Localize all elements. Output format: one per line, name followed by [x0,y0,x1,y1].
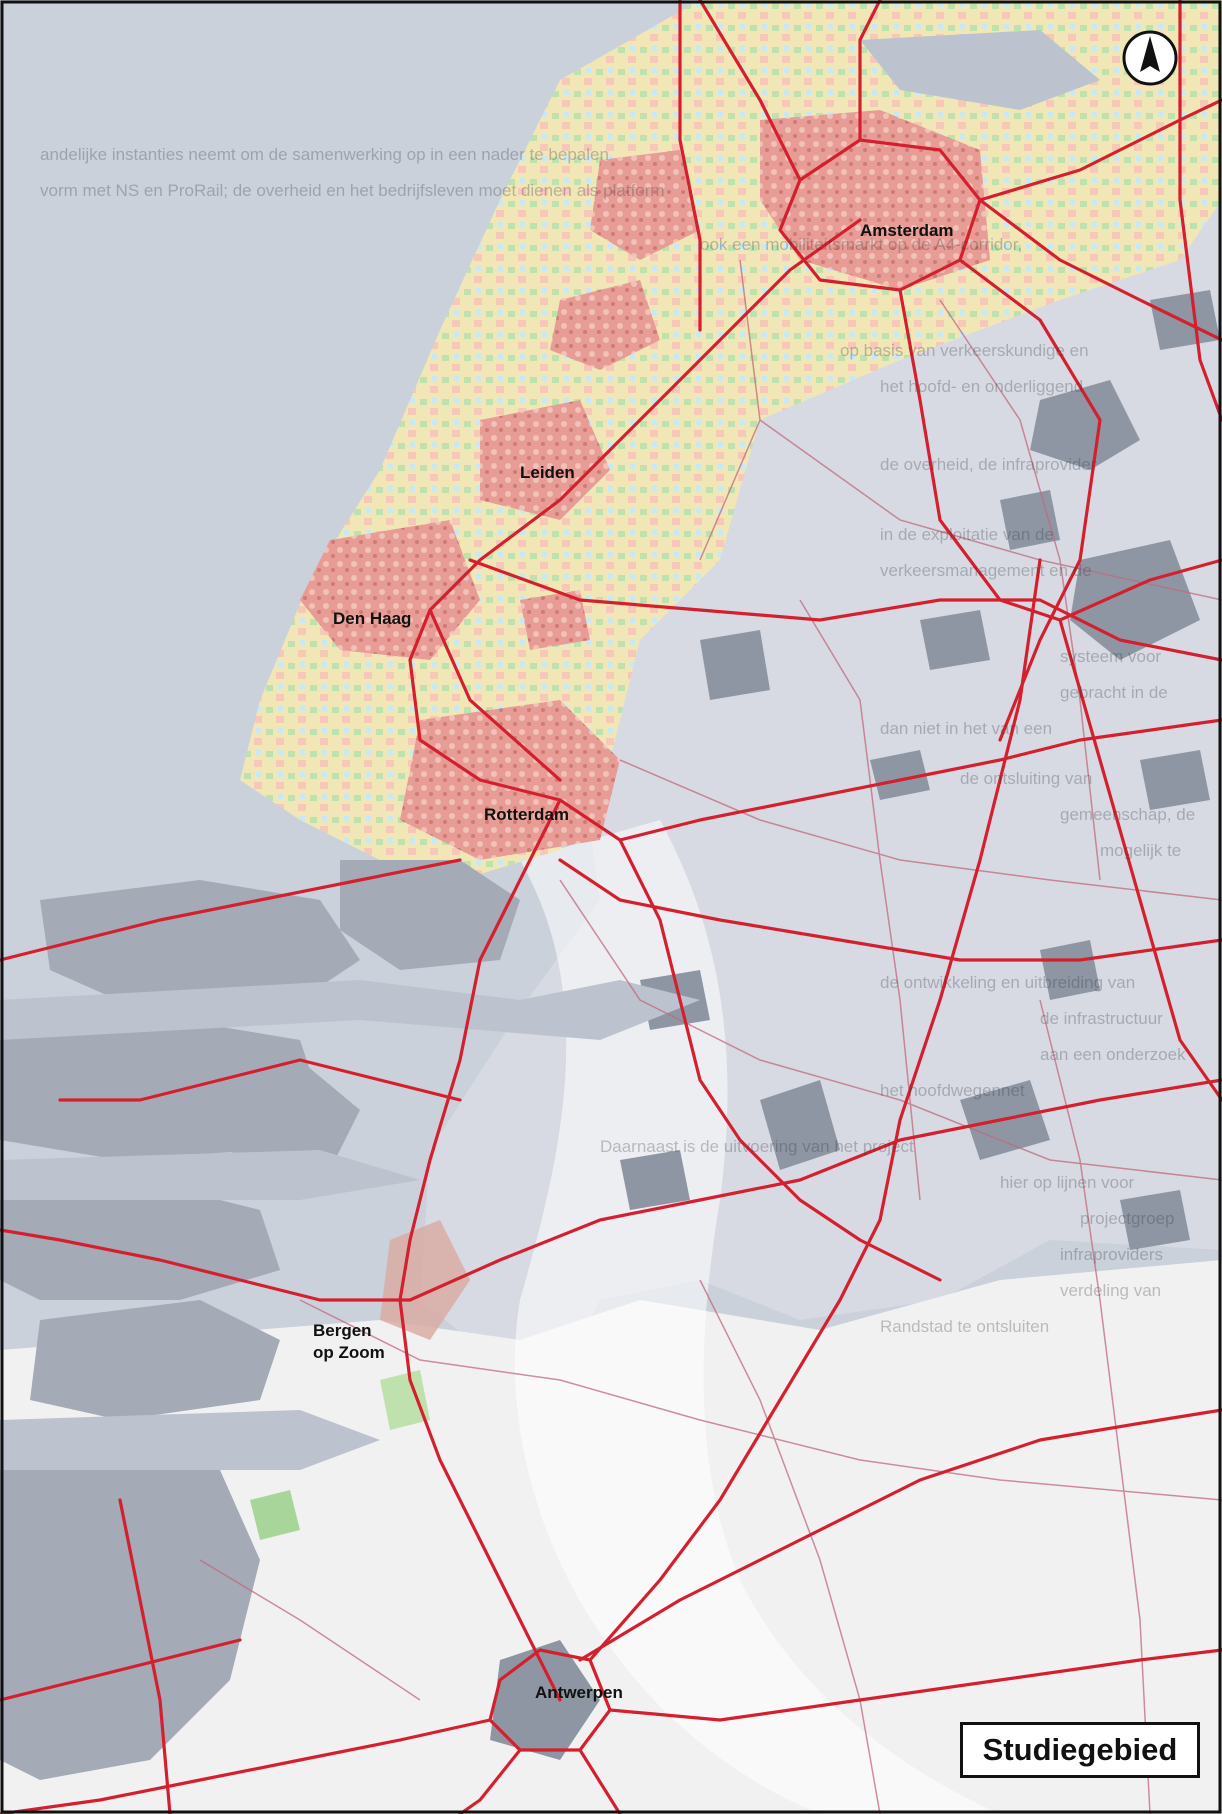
svg-text:Daarnaast is de uitvoering van: Daarnaast is de uitvoering van het proje… [600,1137,914,1156]
city-label-leiden[interactable]: Leiden [520,463,575,482]
bleed-through-text: andelijke instanties neemt om de samenwe… [40,145,1195,1336]
svg-text:mogelijk te: mogelijk te [1100,841,1181,860]
svg-text:de infrastructuur: de infrastructuur [1040,1009,1163,1028]
svg-text:de overheid, de infraprovider: de overheid, de infraprovider [880,455,1097,474]
city-label-bergen-op-zoom-line1[interactable]: Bergen [313,1321,372,1340]
zeeland-islands [0,860,520,1780]
svg-text:Randstad te ontsluiten: Randstad te ontsluiten [880,1317,1049,1336]
svg-text:systeem voor: systeem voor [1060,647,1161,666]
city-label-bergen-op-zoom-line2[interactable]: op Zoom [313,1343,385,1362]
urban-haarlem [590,150,700,260]
svg-text:de ontwikkeling en uitbreiding: de ontwikkeling en uitbreiding van [880,973,1135,992]
green-area [250,1490,300,1540]
city-label-antwerpen[interactable]: Antwerpen [535,1683,623,1702]
city-label-amsterdam[interactable]: Amsterdam [860,221,954,240]
urban-coastal-strip [550,280,660,370]
svg-text:de ontsluiting van: de ontsluiting van [960,769,1092,788]
city-label-rotterdam[interactable]: Rotterdam [484,805,569,824]
green-area [380,1370,430,1430]
svg-text:verkeersmanagement en de: verkeersmanagement en de [880,561,1092,580]
svg-text:aan een onderzoek: aan een onderzoek [1040,1045,1186,1064]
svg-text:dan niet in het van een: dan niet in het van een [880,719,1052,738]
light-corridor [514,820,1000,1814]
svg-text:vorm met NS en ProRail; de ove: vorm met NS en ProRail; de overheid en h… [40,181,665,200]
urban-rotterdam [400,700,620,860]
svg-text:hier op lijnen voor: hier op lijnen voor [1000,1173,1135,1192]
city-label-den-haag[interactable]: Den Haag [333,609,411,628]
svg-text:gebracht in de: gebracht in de [1060,683,1168,702]
urban-amsterdam [760,110,990,290]
svg-text:projectgroep: projectgroep [1080,1209,1175,1228]
svg-text:infraproviders: infraproviders [1060,1245,1163,1264]
svg-text:gemeenschap, de: gemeenschap, de [1060,805,1195,824]
svg-text:andelijke instanties neemt om: andelijke instanties neemt om de samenwe… [40,145,609,164]
svg-text:het hoofdwegennet: het hoofdwegennet [880,1081,1025,1100]
ij-water [860,30,1100,110]
urban-leiden [480,400,610,520]
svg-text:op basis van verkeerskundige e: op basis van verkeerskundige en [840,341,1089,360]
north-arrow-icon [1122,30,1178,86]
svg-text:in de exploitatie van de: in de exploitatie van de [880,525,1054,544]
study-area-legend-label: Studiegebied [960,1722,1200,1778]
svg-text:ook een mobiliteitsmarkt op de: ook een mobiliteitsmarkt op de A4-corrid… [700,235,1022,254]
svg-text:het hoofd- en onderliggend: het hoofd- en onderliggend [880,377,1083,396]
urban-zoetermeer [520,590,590,650]
svg-text:verdeling van: verdeling van [1060,1281,1161,1300]
estuary-water [0,980,700,1470]
